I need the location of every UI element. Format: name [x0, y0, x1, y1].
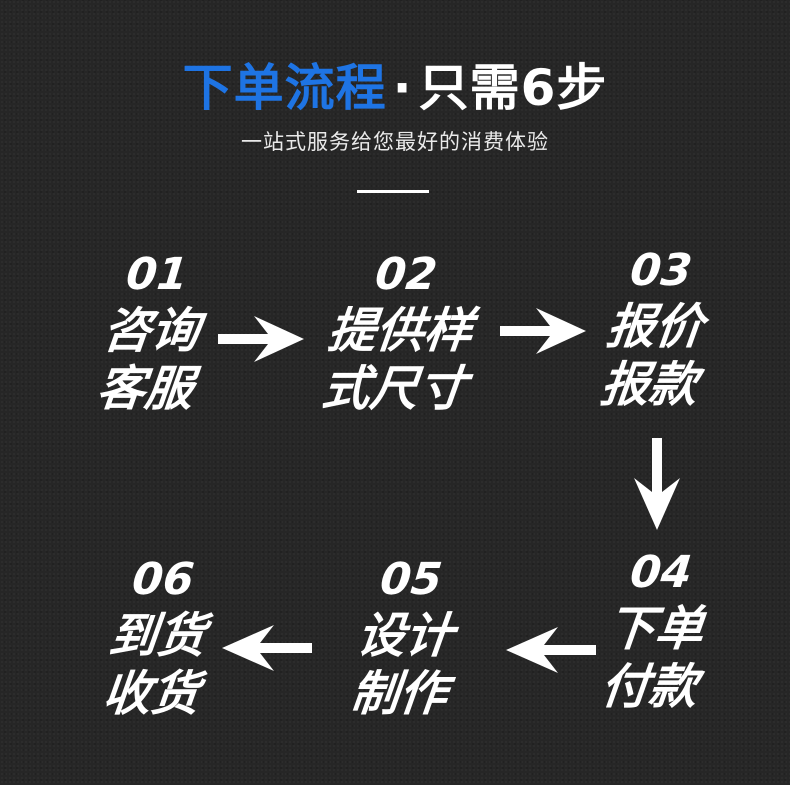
step-label-line2: 收货 [100, 666, 203, 722]
step-label-line1: 到货 [106, 608, 209, 664]
arrow-down-icon [632, 438, 682, 530]
step-03: 03 报价 报款 [581, 244, 729, 414]
arrow-right-icon [218, 314, 304, 364]
header: 下单流程·只需6步 一站式服务给您最好的消费体验 [0, 55, 790, 157]
step-label-line2: 制作 [348, 666, 451, 722]
title-rest: 只需6步 [418, 59, 608, 117]
step-02: 02 提供样 式尺寸 [301, 248, 499, 418]
step-number: 02 [372, 249, 440, 300]
title-highlight: 下单流程 [182, 59, 387, 117]
step-label-line2: 式尺寸 [319, 361, 470, 417]
step-label-line1: 提供样 [325, 303, 476, 359]
title-separator: · [392, 59, 413, 117]
step-04: 04 下单 付款 [581, 546, 729, 716]
step-label-line1: 报价 [604, 299, 707, 355]
step-number: 06 [129, 554, 197, 605]
step-label-line2: 报款 [598, 357, 701, 413]
step-01: 01 咨询 客服 [77, 248, 225, 418]
page-title: 下单流程·只需6步 [0, 55, 790, 121]
step-number: 01 [123, 249, 191, 300]
step-06: 06 到货 收货 [83, 553, 231, 723]
arrow-right-icon [500, 306, 586, 356]
step-number: 03 [627, 245, 695, 296]
step-label-line1: 设计 [354, 608, 457, 664]
step-label-line2: 付款 [598, 659, 701, 715]
step-05: 05 设计 制作 [331, 553, 479, 723]
page-subtitle: 一站式服务给您最好的消费体验 [241, 130, 549, 154]
arrow-left-icon [506, 624, 596, 676]
title-divider [357, 190, 429, 193]
step-number: 04 [627, 547, 695, 598]
arrow-left-icon [222, 622, 312, 674]
step-number: 05 [377, 554, 445, 605]
step-label-line1: 下单 [604, 601, 707, 657]
step-label-line2: 客服 [94, 361, 197, 417]
step-label-line1: 咨询 [100, 303, 203, 359]
